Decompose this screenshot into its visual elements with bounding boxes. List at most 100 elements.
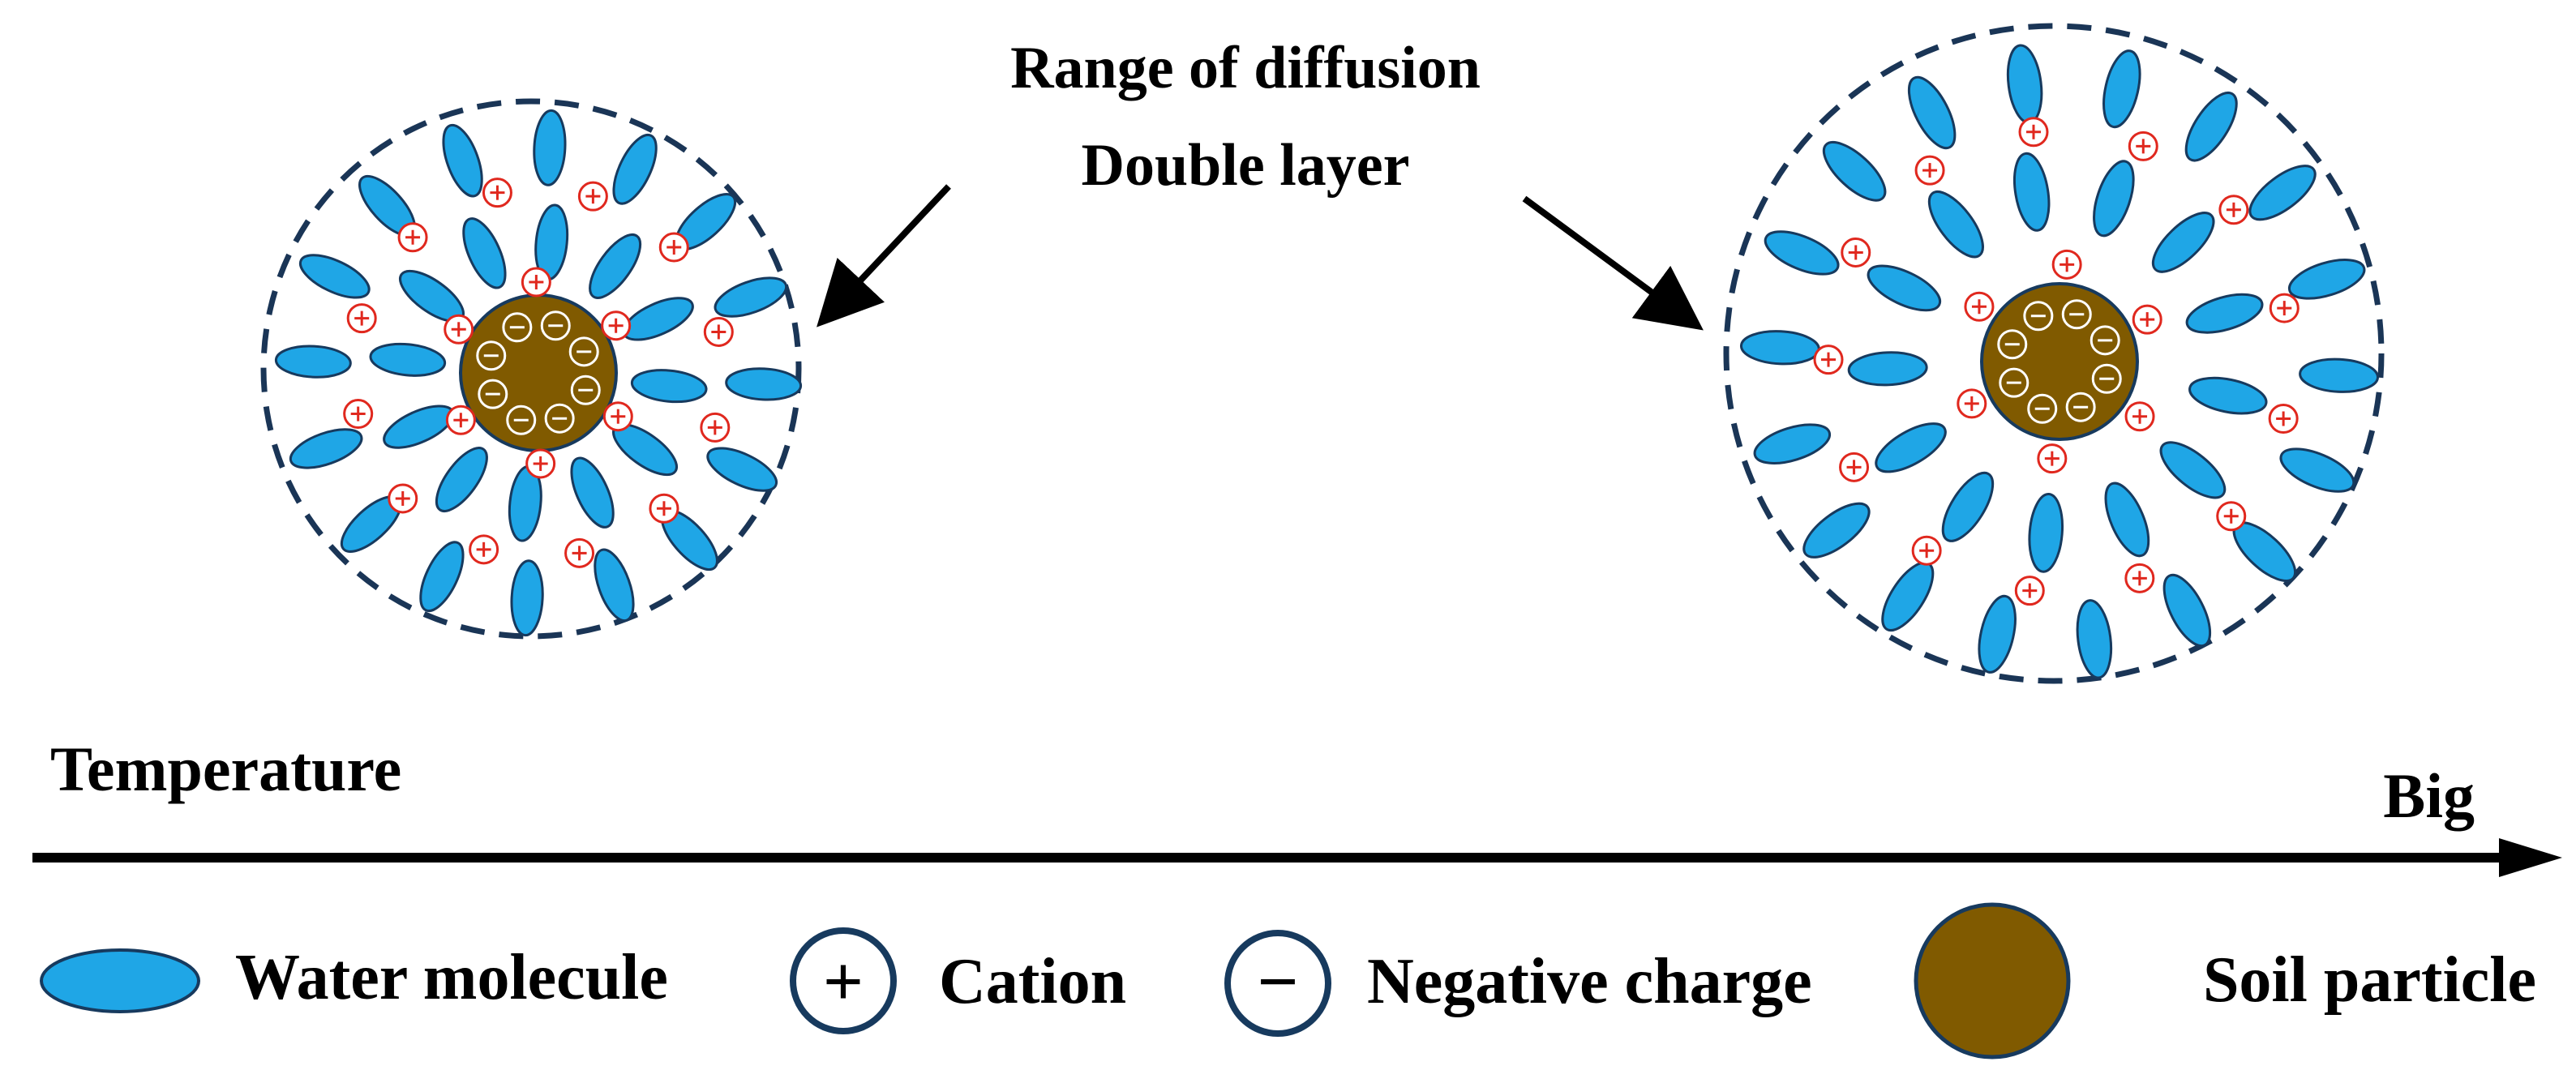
axis-end-label: Big: [2383, 760, 2475, 831]
negative-charge-icon: [1224, 930, 1331, 1037]
soil-particle: [1980, 282, 2139, 441]
negative-charge: [2065, 392, 2096, 422]
legend: Water molecule + Cation − Negative charg…: [40, 902, 2536, 1059]
large-layer-contents: [1739, 44, 2380, 679]
water-molecule: [2028, 492, 2064, 573]
cation: [2018, 117, 2049, 148]
cation: [2216, 501, 2247, 532]
water-molecule: [435, 447, 488, 512]
arrow-icon-left: [817, 184, 951, 327]
water-molecule: [2299, 357, 2380, 393]
water-molecule: [2248, 165, 2317, 221]
negative-charge: [478, 379, 508, 409]
negative-charge: [2023, 301, 2054, 332]
cation: [1839, 452, 1870, 482]
negative-charge: [2091, 363, 2122, 394]
water-molecule: [2104, 482, 2150, 558]
water-molecule: [1881, 561, 1935, 632]
axis-arrowhead-icon: [2499, 838, 2562, 877]
water-molecule: [1875, 422, 1947, 473]
water-molecule: [2162, 573, 2212, 648]
water-molecule: [1941, 471, 1995, 542]
negative-charge: [2061, 299, 2092, 330]
water-molecule: [714, 276, 788, 318]
negative-charge: [2090, 325, 2120, 356]
water-molecule: [589, 233, 642, 299]
water-molecule: [2006, 44, 2043, 124]
water-molecule: [2151, 212, 2215, 273]
water-molecule: [1822, 141, 1887, 202]
cation: [445, 405, 476, 435]
cation: [2269, 293, 2300, 323]
double-layer-large: [1723, 23, 2385, 684]
cation: [2132, 304, 2162, 335]
water-molecule: [289, 428, 363, 469]
diffusion-boundary-small: [260, 98, 802, 640]
water-molecule: [419, 541, 465, 613]
water-molecule: [1739, 330, 1820, 366]
water-molecule: [510, 559, 544, 637]
negative-charge: [544, 403, 575, 434]
water-molecule: [274, 345, 352, 379]
water-molecule: [298, 254, 371, 299]
water-molecule: [383, 405, 455, 449]
cation: [482, 178, 512, 208]
small-layer-contents: [274, 109, 803, 637]
negative-charge: [506, 405, 537, 435]
cation: [1957, 388, 1987, 419]
cation: [525, 448, 556, 479]
legend-soil-label: Soil particle: [2203, 944, 2536, 1016]
cation: [649, 493, 679, 524]
cation: [700, 412, 731, 443]
cation: [2268, 404, 2299, 434]
cation: [2037, 443, 2068, 474]
water-molecule: [706, 447, 778, 492]
water-molecule: [369, 342, 447, 377]
negative-charge: [502, 312, 533, 343]
legend-cation-label: Cation: [939, 946, 1126, 1017]
cation: [658, 232, 689, 263]
cation: [2218, 195, 2249, 225]
negative-charge: [540, 310, 571, 341]
cation: [564, 537, 595, 568]
water-molecule: [1753, 423, 1832, 464]
water-molecule: [462, 217, 507, 289]
cation: [388, 483, 418, 514]
negative-charge-icon-symbol: −: [1257, 942, 1298, 1022]
water-molecule: [442, 123, 483, 198]
water-molecule: [612, 133, 658, 205]
annotation-line-1: Range of diffusion: [1010, 35, 1481, 101]
negative-charge: [568, 336, 599, 367]
water-molecule: [2287, 259, 2366, 300]
water-molecule: [1802, 502, 1871, 559]
cation: [602, 401, 633, 432]
cation: [1911, 535, 1942, 566]
water-molecule: [1907, 75, 1957, 150]
negative-charge: [1999, 367, 2030, 398]
cation: [521, 267, 551, 298]
cation: [2014, 576, 2045, 606]
soil-particle: [459, 293, 618, 452]
water-molecule: [2159, 441, 2227, 499]
cation: [2128, 131, 2158, 161]
water-molecule: [1867, 264, 1942, 312]
negative-charge: [1997, 329, 2028, 360]
water-molecule: [2076, 599, 2113, 679]
cation: [577, 181, 608, 212]
water-molecule: [533, 109, 567, 186]
arrow-icon-right: [1522, 195, 1704, 331]
water-molecule: [622, 297, 694, 341]
cation: [2051, 249, 2082, 280]
water-molecule: [2012, 152, 2051, 232]
cation: [469, 534, 499, 565]
cation: [2124, 401, 2155, 432]
cation: [1964, 291, 1995, 322]
water-molecule: [1978, 594, 2017, 674]
water-molecule: [2188, 376, 2268, 415]
water-molecule: [630, 369, 708, 404]
cation: [2124, 563, 2155, 593]
water-molecule-icon: [40, 948, 200, 1013]
cation: [1841, 237, 1871, 268]
cation: [397, 222, 428, 253]
